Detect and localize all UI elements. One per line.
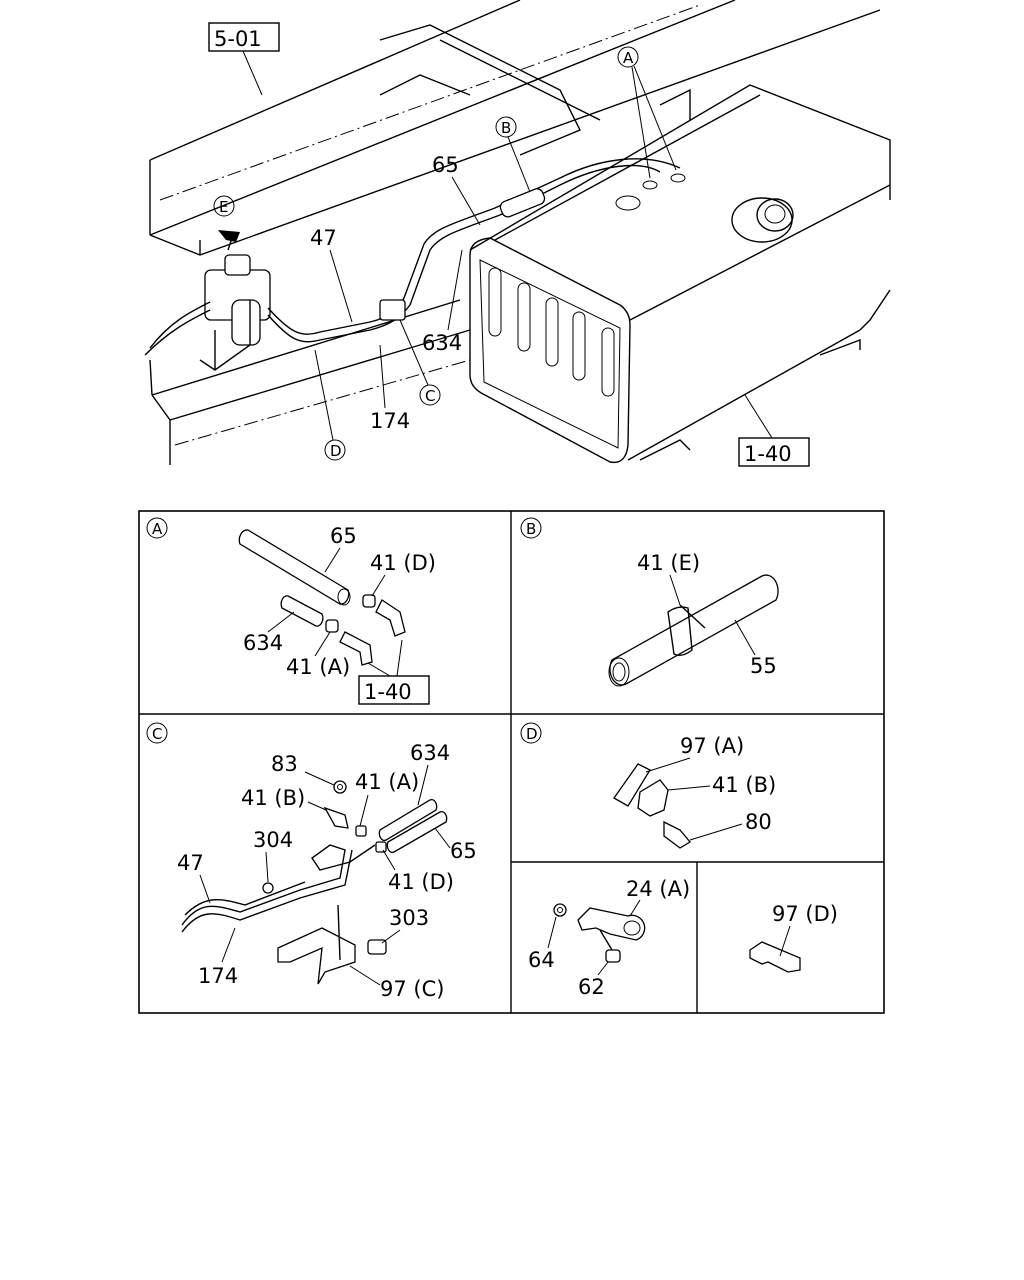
panel-b: B 41 (E) 55 [520, 517, 779, 687]
panel-a: A 1-40 65 41 (D) 634 41 (A) [146, 517, 436, 705]
callout-a: A [617, 46, 677, 179]
panel-c-label-41a: 41 (A) [355, 770, 419, 794]
panel-e2: 97 (D) [749, 902, 838, 973]
frame-rail [149, 0, 881, 465]
panel-c-label-303: 303 [389, 906, 429, 930]
panel-a-label-41a: 41 (A) [286, 655, 350, 679]
panel-b-label-41e: 41 (E) [637, 551, 700, 575]
panel-d: D 97 (A) 41 (B) 80 [520, 722, 776, 849]
panel-c-label-83: 83 [271, 752, 298, 776]
svg-text:A: A [623, 49, 634, 67]
callout-e: E [213, 195, 235, 217]
fuel-tank [469, 84, 891, 464]
svg-text:D: D [330, 442, 342, 460]
panel-a-ref: 1-40 [364, 680, 412, 704]
fuel-filter [199, 230, 271, 371]
ref-box-tank: 1-40 [738, 394, 810, 467]
panel-c-label-304: 304 [253, 828, 293, 852]
panel-c-tag: C [152, 725, 162, 743]
panel-c-label-174: 174 [198, 964, 238, 988]
panel-d-tag: D [526, 725, 538, 743]
panel-e1-label-24a: 24 (A) [626, 877, 690, 901]
panel-d-label-80: 80 [745, 810, 772, 834]
panel-c: C 83 41 (B) 41 (A) 634 304 65 47 41 (D) … [146, 722, 477, 1001]
callout-d: D [314, 349, 346, 461]
panel-e1: 24 (A) 64 62 [528, 877, 690, 999]
label-65: 65 [432, 153, 459, 177]
detail-grid [138, 510, 885, 1014]
panel-b-tag: B [526, 520, 536, 538]
panel-c-label-47: 47 [177, 851, 204, 875]
panel-b-label-55: 55 [750, 654, 777, 678]
panel-d-label-97a: 97 (A) [680, 734, 744, 758]
panel-e1-label-64: 64 [528, 948, 555, 972]
panel-e1-label-62: 62 [578, 975, 605, 999]
label-47: 47 [310, 226, 337, 250]
arrow-icon [218, 230, 240, 242]
label-634: 634 [422, 331, 462, 355]
panel-c-label-41b: 41 (B) [241, 786, 305, 810]
panel-c-label-41d: 41 (D) [388, 870, 454, 894]
panel-c-label-65: 65 [450, 839, 477, 863]
label-174: 174 [370, 409, 410, 433]
main-illustration: 5-01 1-40 A B C D [144, 0, 891, 467]
panel-c-label-97c: 97 (C) [380, 977, 444, 1001]
panel-a-tag: A [152, 520, 163, 538]
svg-text:C: C [425, 387, 435, 405]
ref-frame-label: 5-01 [214, 27, 262, 51]
fuel-lines [144, 158, 681, 356]
panel-a-label-634: 634 [243, 631, 283, 655]
ref-tank-label: 1-40 [744, 442, 792, 466]
callout-c: C [399, 319, 441, 406]
callout-b: B [495, 116, 531, 193]
panel-d-label-41b: 41 (B) [712, 773, 776, 797]
ref-box-frame: 5-01 [208, 22, 280, 96]
svg-text:B: B [501, 119, 511, 137]
panel-e2-label-97d: 97 (D) [772, 902, 838, 926]
panel-c-label-634: 634 [410, 741, 450, 765]
panel-a-label-41d: 41 (D) [370, 551, 436, 575]
panel-a-label-65: 65 [330, 524, 357, 548]
svg-text:E: E [219, 198, 228, 216]
